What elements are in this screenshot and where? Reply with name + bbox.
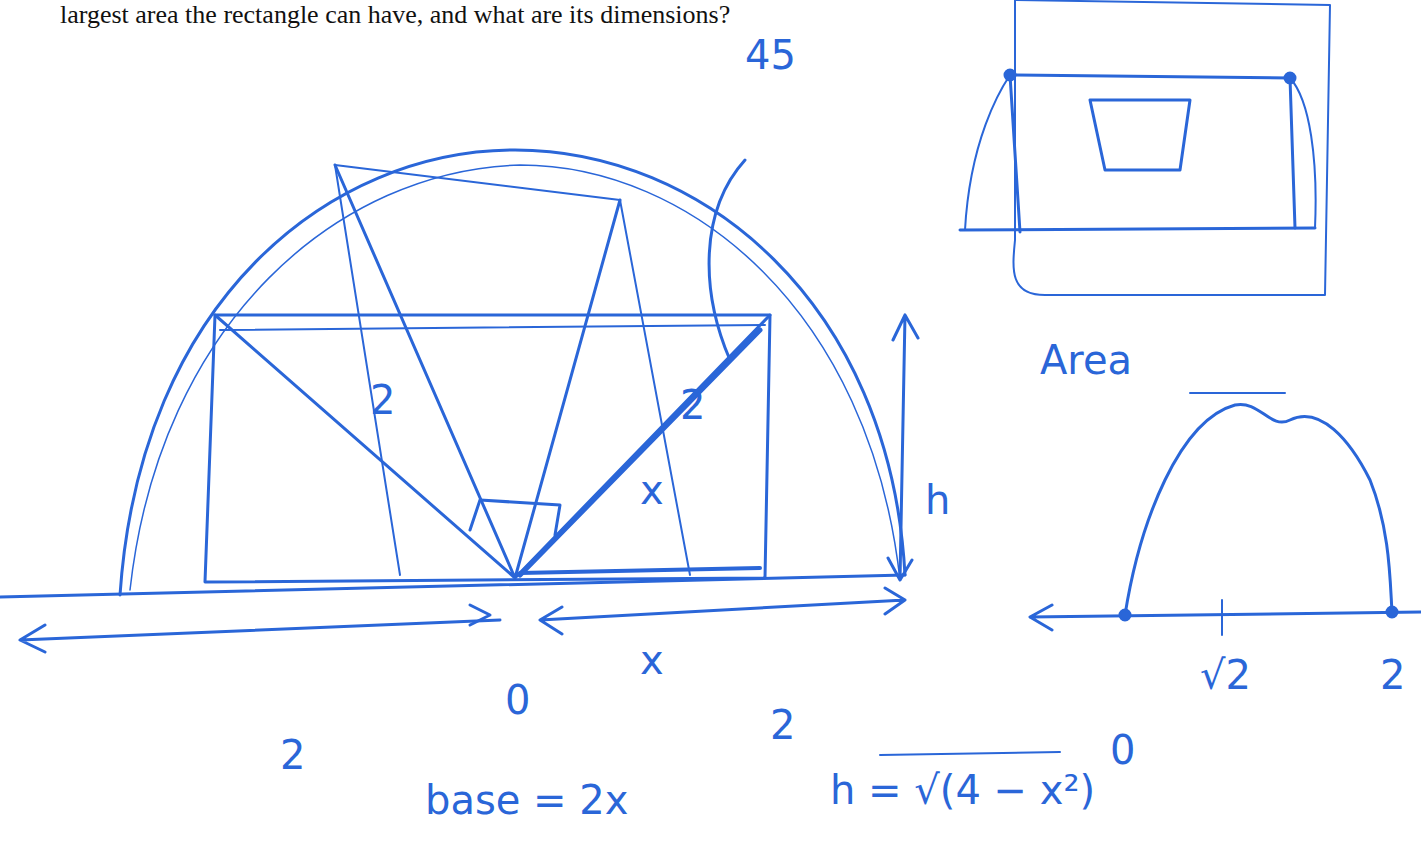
- inset-arc: [965, 75, 1316, 230]
- tick: [1221, 600, 1223, 635]
- problem-text: largest area the rectangle can have, and…: [60, 2, 730, 28]
- variable-label: x: [640, 470, 664, 510]
- graph-axis: [1030, 605, 1421, 630]
- formula-label: base = 2x: [425, 780, 628, 820]
- point: [1285, 73, 1295, 83]
- angle-mark: [470, 500, 560, 535]
- baseline: [0, 575, 905, 597]
- rectangle: [220, 325, 765, 330]
- leader-line: [709, 160, 745, 360]
- max-mark: [1190, 392, 1285, 394]
- tick-label: 2: [1380, 655, 1405, 695]
- length-label: 2: [280, 735, 305, 775]
- length-label: 2: [370, 380, 395, 420]
- radius: [215, 165, 770, 578]
- point: [1120, 610, 1130, 620]
- inset-window: [1090, 100, 1190, 170]
- root-bar: [880, 752, 1060, 755]
- semicircle: [130, 165, 900, 590]
- length-label: 2: [680, 385, 705, 425]
- inset-baseline: [960, 228, 1315, 230]
- height-label: h: [925, 480, 950, 520]
- inset-frame: [1013, 0, 1330, 295]
- variable-label: x: [640, 640, 664, 680]
- dimension-arrow: [470, 605, 490, 625]
- x-segment: [520, 568, 760, 573]
- trial-rectangle: [335, 165, 690, 575]
- dimension-arrow: [20, 620, 500, 652]
- inset-rectangle: [1010, 75, 1295, 232]
- semicircle: [120, 150, 905, 595]
- tick-label: √2: [1200, 655, 1251, 695]
- formula-label: h = √(4 − x²): [830, 770, 1095, 810]
- rectangle: [205, 315, 770, 582]
- area-curve: [1125, 404, 1392, 615]
- note-label: 45: [745, 35, 796, 75]
- axis-label: Area: [1040, 340, 1132, 380]
- radius: [520, 330, 760, 575]
- origin-label: 0: [505, 680, 530, 720]
- dimension-arrow: [540, 588, 905, 634]
- point: [1387, 607, 1397, 617]
- point: [1005, 70, 1015, 80]
- height-arrow: [888, 315, 918, 580]
- length-label: 2: [770, 705, 795, 745]
- tick-label: 0: [1110, 730, 1135, 770]
